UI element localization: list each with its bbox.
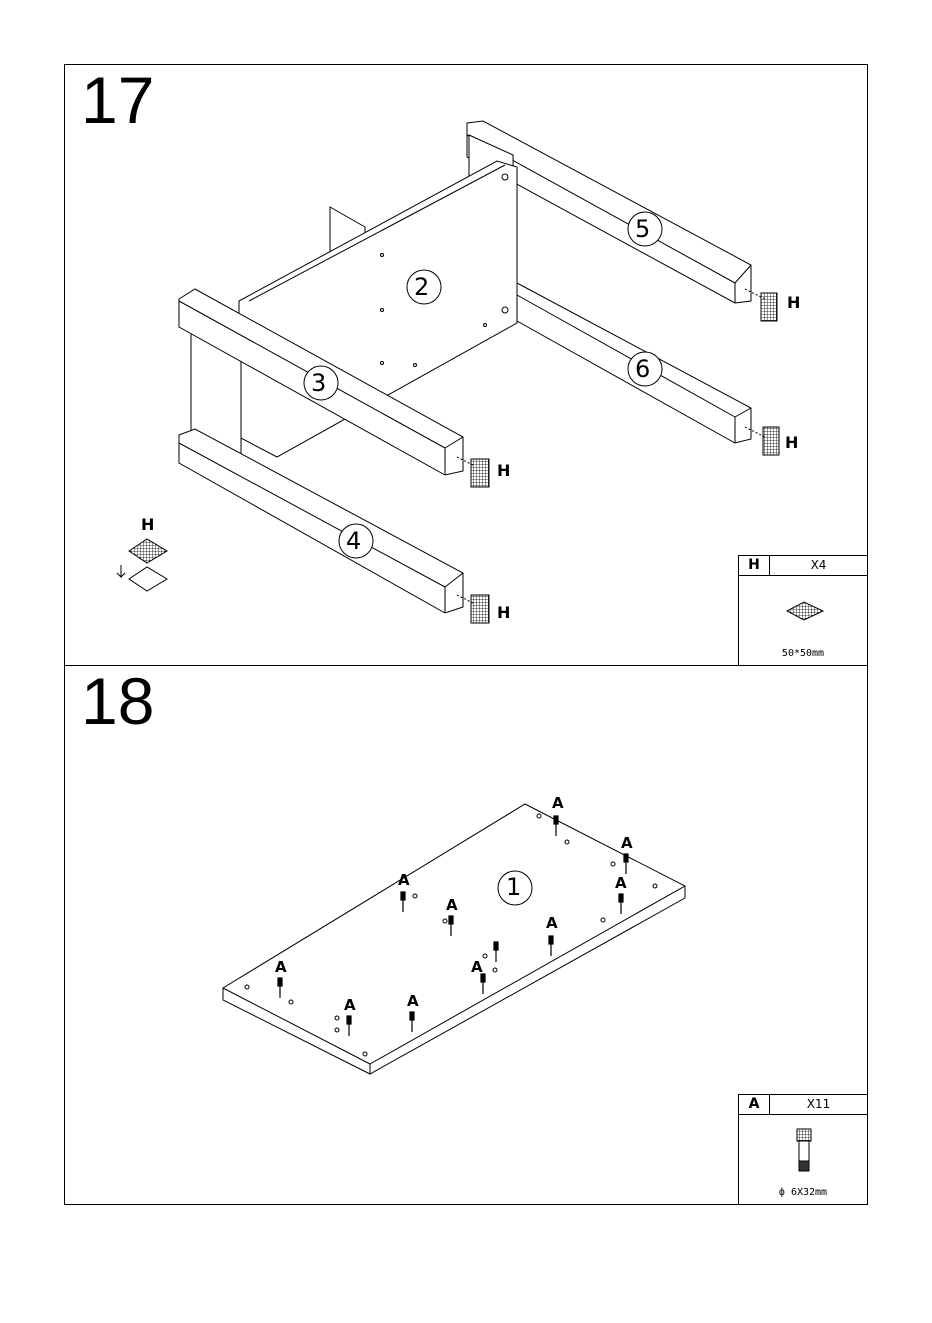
hardware-label-a: A [275,958,287,976]
hardware-label-h: H [787,293,800,312]
part-label-6: 6 [635,355,650,383]
hardware-label-h: H [497,603,510,622]
hardware-label-h: H [785,433,798,452]
hardware-label-a: A [407,992,419,1010]
hardware-label-a: A [446,896,458,914]
parts-size: ф 6X32mm [739,1187,867,1198]
parts-letter: H [739,556,770,575]
hardware-label-a: A [344,996,356,1014]
parts-box-a: A X11 ф 6X32mm [738,1094,868,1205]
parts-box-h: H X4 50*50mm [738,555,868,666]
parts-quantity: X11 [770,1095,867,1114]
hardware-label-a: A [615,874,627,892]
parts-quantity: X4 [770,556,867,575]
hardware-label-a: A [546,914,558,932]
hardware-label-a: A [398,871,410,889]
hardware-label-a: A [621,834,633,852]
hardware-label-a: A [471,958,483,976]
part-label-1: 1 [506,873,521,901]
felt-pad-detail [117,539,167,591]
step-18-panel: 18 1 [64,665,868,1205]
panel-1 [223,804,685,1074]
part-label-3: 3 [311,369,326,397]
felt-pad-icon [739,600,869,622]
part-label-2: 2 [414,273,429,301]
dowel-icon [739,1125,869,1175]
hardware-label-a: A [552,794,564,812]
part-label-5: 5 [635,215,650,243]
parts-letter: A [739,1095,770,1114]
step-17-panel: 17 [64,64,868,666]
hardware-label-h: H [141,515,154,534]
hardware-label-h: H [497,461,510,480]
part-label-4: 4 [346,527,361,555]
parts-size: 50*50mm [739,648,867,659]
